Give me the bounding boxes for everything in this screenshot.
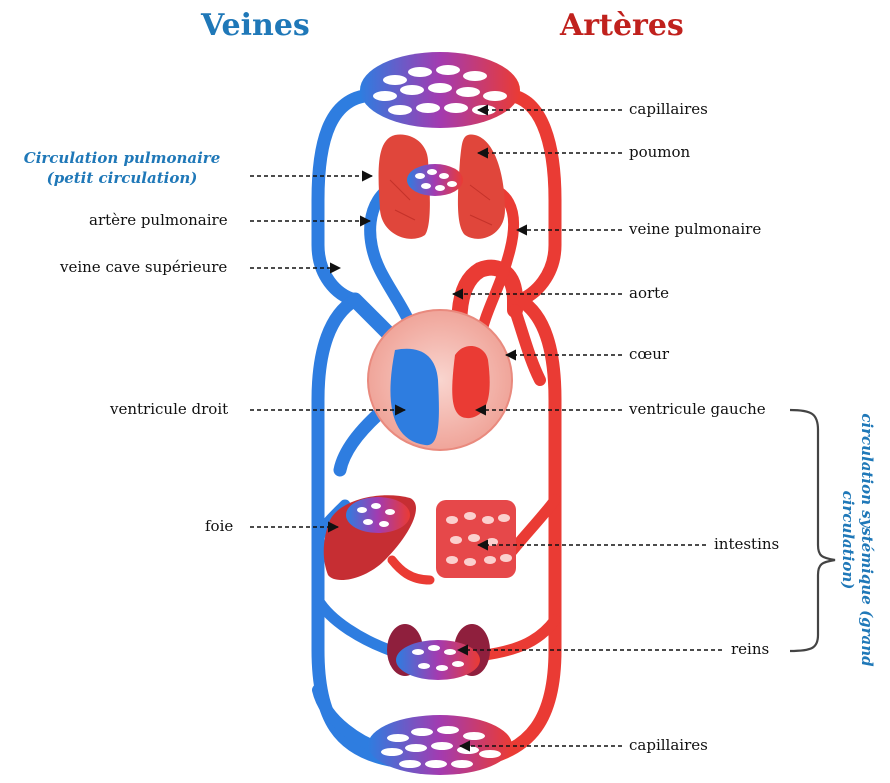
systemic-circulation-label: circulation systémique (grand circulatio…	[838, 390, 876, 690]
capillaries-top	[360, 52, 520, 128]
label-intestins: intestins	[714, 535, 779, 553]
label-foie: foie	[205, 517, 233, 535]
arteries-header: Artères	[560, 8, 684, 43]
pulmonary-circulation-line2: (petit circulation)	[8, 168, 236, 188]
veins-header: Veines	[201, 8, 310, 43]
lungs	[379, 134, 505, 238]
systemic-bracket	[790, 410, 835, 651]
kidneys	[387, 624, 490, 680]
pulmonary-circulation-line1: Circulation pulmonaire	[8, 148, 236, 168]
label-aorte: aorte	[629, 284, 669, 302]
systemic-circulation-line1: circulation systémique (grand	[857, 390, 876, 690]
capillaries-bottom	[368, 715, 512, 775]
label-coeur: cœur	[629, 345, 669, 363]
label-capillaires-top: capillaires	[629, 100, 708, 118]
label-capillaires-bottom: capillaires	[629, 736, 708, 754]
label-reins: reins	[731, 640, 769, 658]
systemic-circulation-line2: circulation)	[838, 390, 857, 690]
pulmonary-circulation-label: Circulation pulmonaire (petit circulatio…	[8, 148, 236, 188]
label-poumon: poumon	[629, 143, 690, 161]
label-ventricule-droit: ventricule droit	[110, 400, 228, 418]
intestines	[436, 500, 516, 578]
label-ventricule-gauche: ventricule gauche	[629, 400, 766, 418]
label-veine-cave-superieure: veine cave supérieure	[60, 258, 227, 276]
heart	[368, 310, 512, 450]
label-artere-pulmonaire: artère pulmonaire	[89, 211, 228, 229]
label-veine-pulmonaire: veine pulmonaire	[629, 220, 761, 238]
